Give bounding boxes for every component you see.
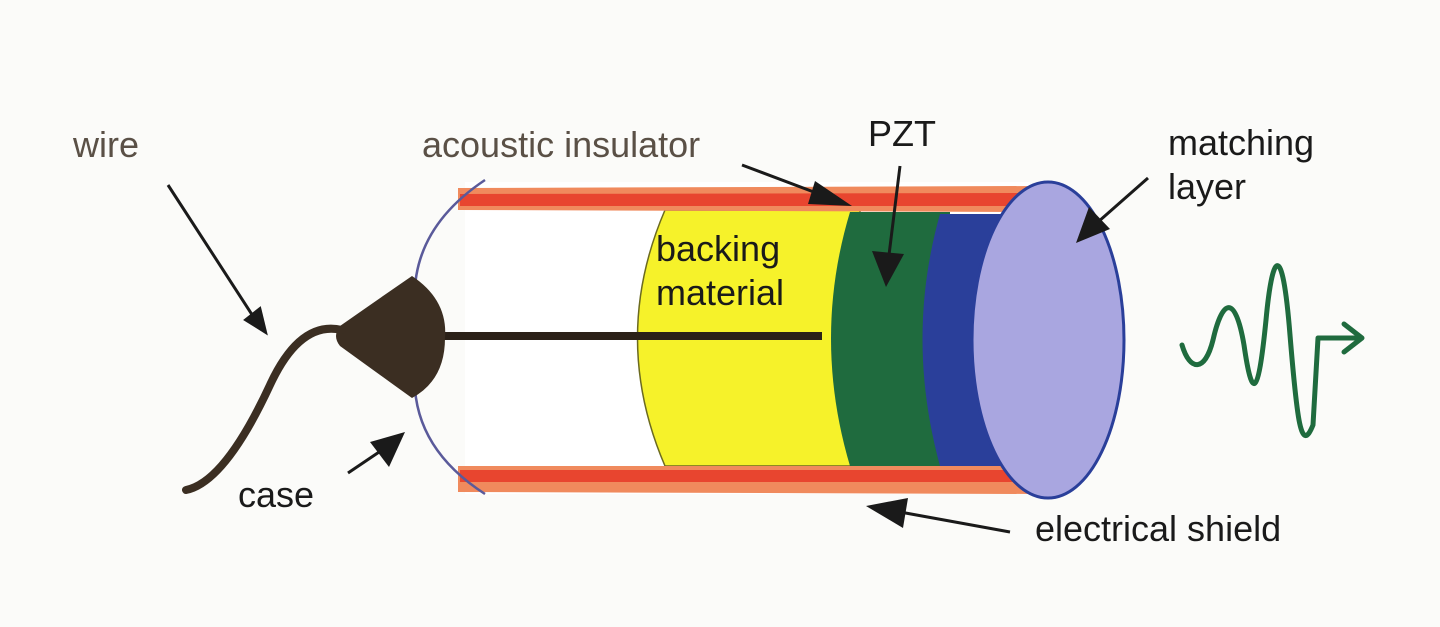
backing-material-label-line1: backing [656,228,781,269]
electrical-shield-label: electrical shield [1035,508,1282,549]
matching-layer-label-line1: matching [1168,122,1315,163]
cable-wire [182,324,346,494]
matching-layer-label-line2: layer [1168,166,1247,207]
pzt-element [831,212,950,466]
wire-arrow [166,184,264,331]
electrical-shield-arrowhead [866,498,908,528]
wave-arrow-head [1341,321,1365,355]
matching-layer [970,180,1126,500]
ultrasound-wave-icon [1179,263,1363,439]
wire-label: wire [73,124,140,165]
pzt-label: PZT [868,113,936,154]
acoustic-insulator-label: acoustic insulator [422,124,701,165]
matching-layer-arrowhead [1076,207,1110,243]
matching-layer-arrow [1097,176,1149,224]
connector-cone [336,276,446,398]
pzt-arrowhead [872,251,904,287]
case-arrowhead [370,432,405,467]
backing-material-label-line2: material [656,272,785,313]
acoustic-insulator-arrowhead [808,181,852,206]
case-label: case [238,474,315,515]
electrical-shield-arrow [899,510,1011,534]
acoustic-insulator-top-core [460,193,1035,206]
pzt-arrow [887,165,902,256]
electrical-shield-bottom-core [460,470,1035,482]
wire-arrowhead [243,306,268,336]
